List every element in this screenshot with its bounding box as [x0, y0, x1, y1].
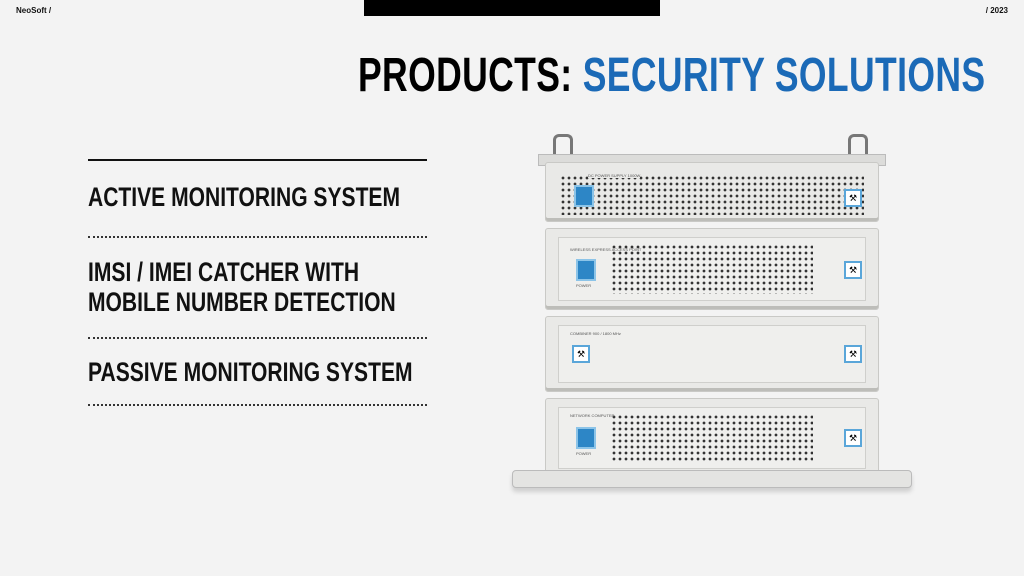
logo-icon: ⚒ [572, 345, 590, 363]
product-label: ACTIVE MONITORING SYSTEM [88, 182, 401, 212]
power-button [574, 185, 594, 207]
rack-base [512, 470, 912, 488]
combiner-unit: COMBINER 900 / 1800 MHz ⚒ ⚒ [545, 316, 879, 392]
power-label: POWER [576, 283, 592, 288]
title-highlight: SECURITY SOLUTIONS [582, 49, 986, 102]
divider [88, 337, 427, 339]
product-label: IMSI / IMEI CATCHER WITH [88, 257, 360, 287]
unit-label: WIRELESS EXPRESS ACCESS POINT [570, 247, 642, 252]
logo-icon: ⚒ [844, 345, 862, 363]
power-button [576, 259, 596, 281]
unit-label: NETWORK COMPUTER [570, 413, 615, 418]
divider [88, 159, 427, 161]
power-supply-unit: DC POWER SUPPLY 1000W ⚒ [545, 162, 879, 222]
network-computer-unit: NETWORK COMPUTER POWER ⚒ [545, 398, 879, 478]
product-item-active-monitoring: ACTIVE MONITORING SYSTEM [88, 182, 400, 212]
power-label: POWER [576, 451, 592, 456]
unit-label: DC POWER SUPPLY 1000W [588, 173, 641, 178]
brand-label: NeoSoft / [16, 6, 52, 15]
page-title: PRODUCTS: SECURITY SOLUTIONS [358, 48, 985, 103]
logo-icon: ⚒ [844, 429, 862, 447]
access-point-unit: WIRELESS EXPRESS ACCESS POINT POWER ⚒ [545, 228, 879, 310]
product-label: MOBILE NUMBER DETECTION [88, 287, 396, 317]
divider [88, 236, 427, 238]
unit-label: COMBINER 900 / 1800 MHz [570, 331, 621, 336]
product-label: PASSIVE MONITORING SYSTEM [88, 357, 413, 387]
logo-icon: ⚒ [844, 189, 862, 207]
logo-icon: ⚒ [844, 261, 862, 279]
power-button [576, 427, 596, 449]
title-prefix: PRODUCTS: [358, 49, 573, 102]
handle [848, 134, 868, 159]
product-item-passive-monitoring: PASSIVE MONITORING SYSTEM [88, 357, 413, 387]
year-label: / 2023 [985, 6, 1008, 15]
handle [553, 134, 573, 159]
redaction-bar [364, 0, 660, 16]
divider [88, 404, 427, 406]
